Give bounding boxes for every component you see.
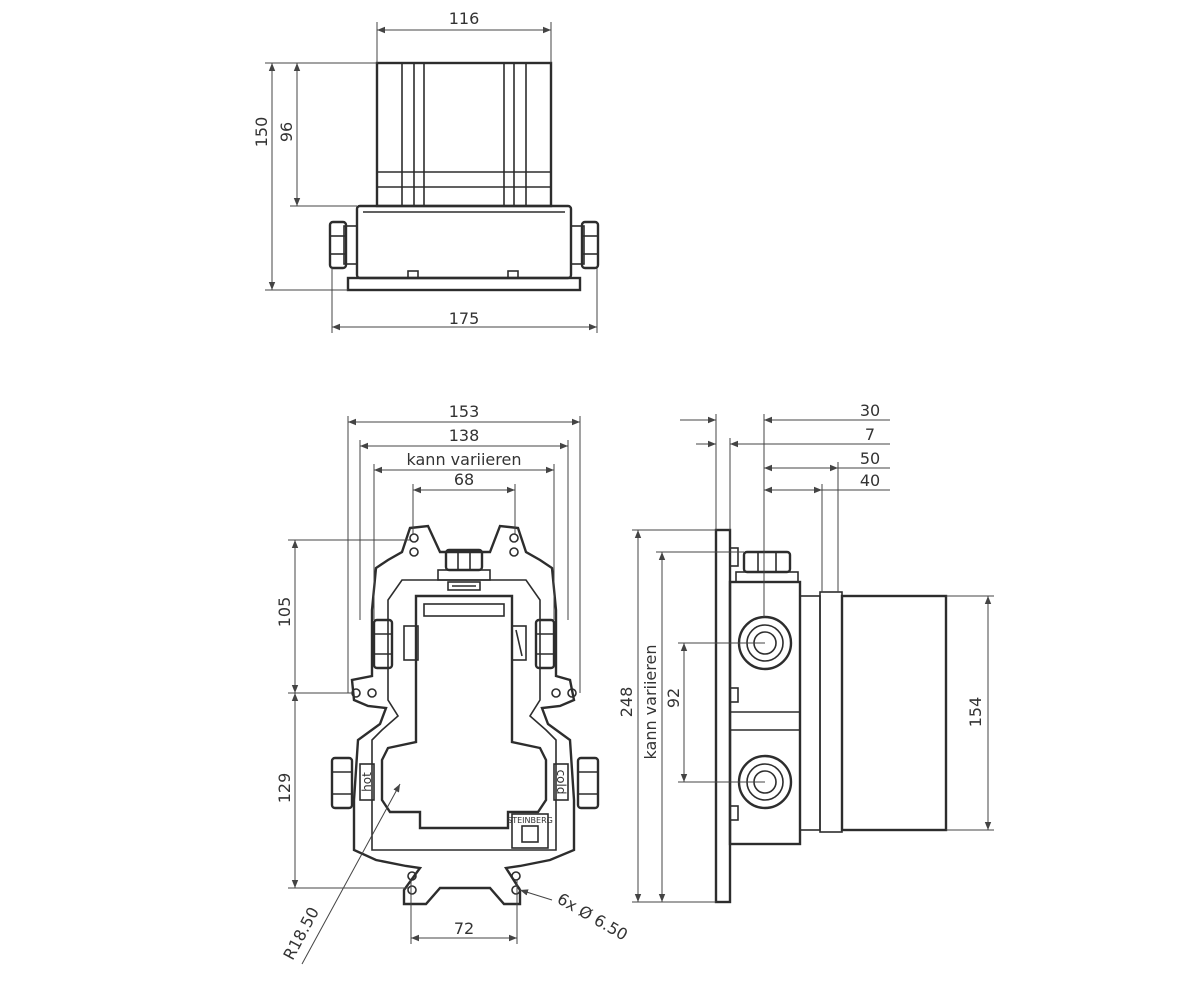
dim-7-label: 7 — [865, 425, 875, 444]
side-dim-variable-label: kann variieren — [641, 645, 660, 760]
dim-116-label: 116 — [449, 9, 480, 28]
dim-40-label: 40 — [860, 471, 880, 490]
dim-variable-label: kann variieren — [407, 450, 522, 469]
dim-30-label: 30 — [860, 401, 880, 420]
front-view-top-nut — [437, 548, 491, 581]
side-view-valve-body — [728, 580, 802, 846]
side-view-cylinder — [840, 594, 948, 832]
top-view-left-connector — [328, 220, 358, 270]
front-view-upper-right-connector — [534, 618, 556, 670]
dim-105-label: 105 — [275, 597, 294, 628]
dim-154-label: 154 — [966, 697, 985, 728]
dim-129-label: 129 — [275, 773, 294, 804]
side-view-plate — [714, 528, 732, 904]
dim-138-label: 138 — [449, 426, 480, 445]
top-view-base-plate — [346, 276, 582, 292]
side-view-top-nut — [735, 550, 799, 583]
dim-50-label: 50 — [860, 449, 880, 468]
dim-96-label: 96 — [277, 122, 296, 142]
holes-label: 6x Ø 6.50 — [554, 889, 631, 944]
dim-68-label: 68 — [454, 470, 474, 489]
dim-248-label: 248 — [617, 687, 636, 718]
top-view-right-connector — [570, 220, 600, 270]
front-view-inner-frame — [371, 579, 557, 851]
front-view-housing-outline — [350, 524, 576, 906]
radius-label: R18.50 — [279, 904, 322, 963]
front-view-lower-right-connector — [576, 756, 600, 810]
front-view-mounting-holes — [351, 533, 577, 895]
dim-175-label: 175 — [449, 309, 480, 328]
front-view-cavity — [380, 594, 548, 830]
side-view: 30 7 50 40 248 kann variieren 92 — [617, 401, 994, 904]
front-view-upper-left-connector — [372, 618, 394, 670]
hot-label: hot — [360, 772, 374, 792]
dim-153-label: 153 — [449, 402, 480, 421]
cold-label: cold — [554, 770, 568, 795]
dim-92-label: 92 — [664, 688, 683, 708]
top-view: 116 150 96 175 — [252, 9, 600, 333]
top-view-housing — [355, 204, 573, 280]
dim-150-label: 150 — [252, 117, 271, 148]
brand-label: STEINBERG — [507, 816, 553, 825]
front-view: hot cold STEINBERG 153 138 kann variiere… — [275, 402, 631, 965]
front-view-lower-left-connector — [330, 756, 354, 810]
dim-72-label: 72 — [454, 919, 474, 938]
top-view-body-outline — [375, 61, 553, 208]
